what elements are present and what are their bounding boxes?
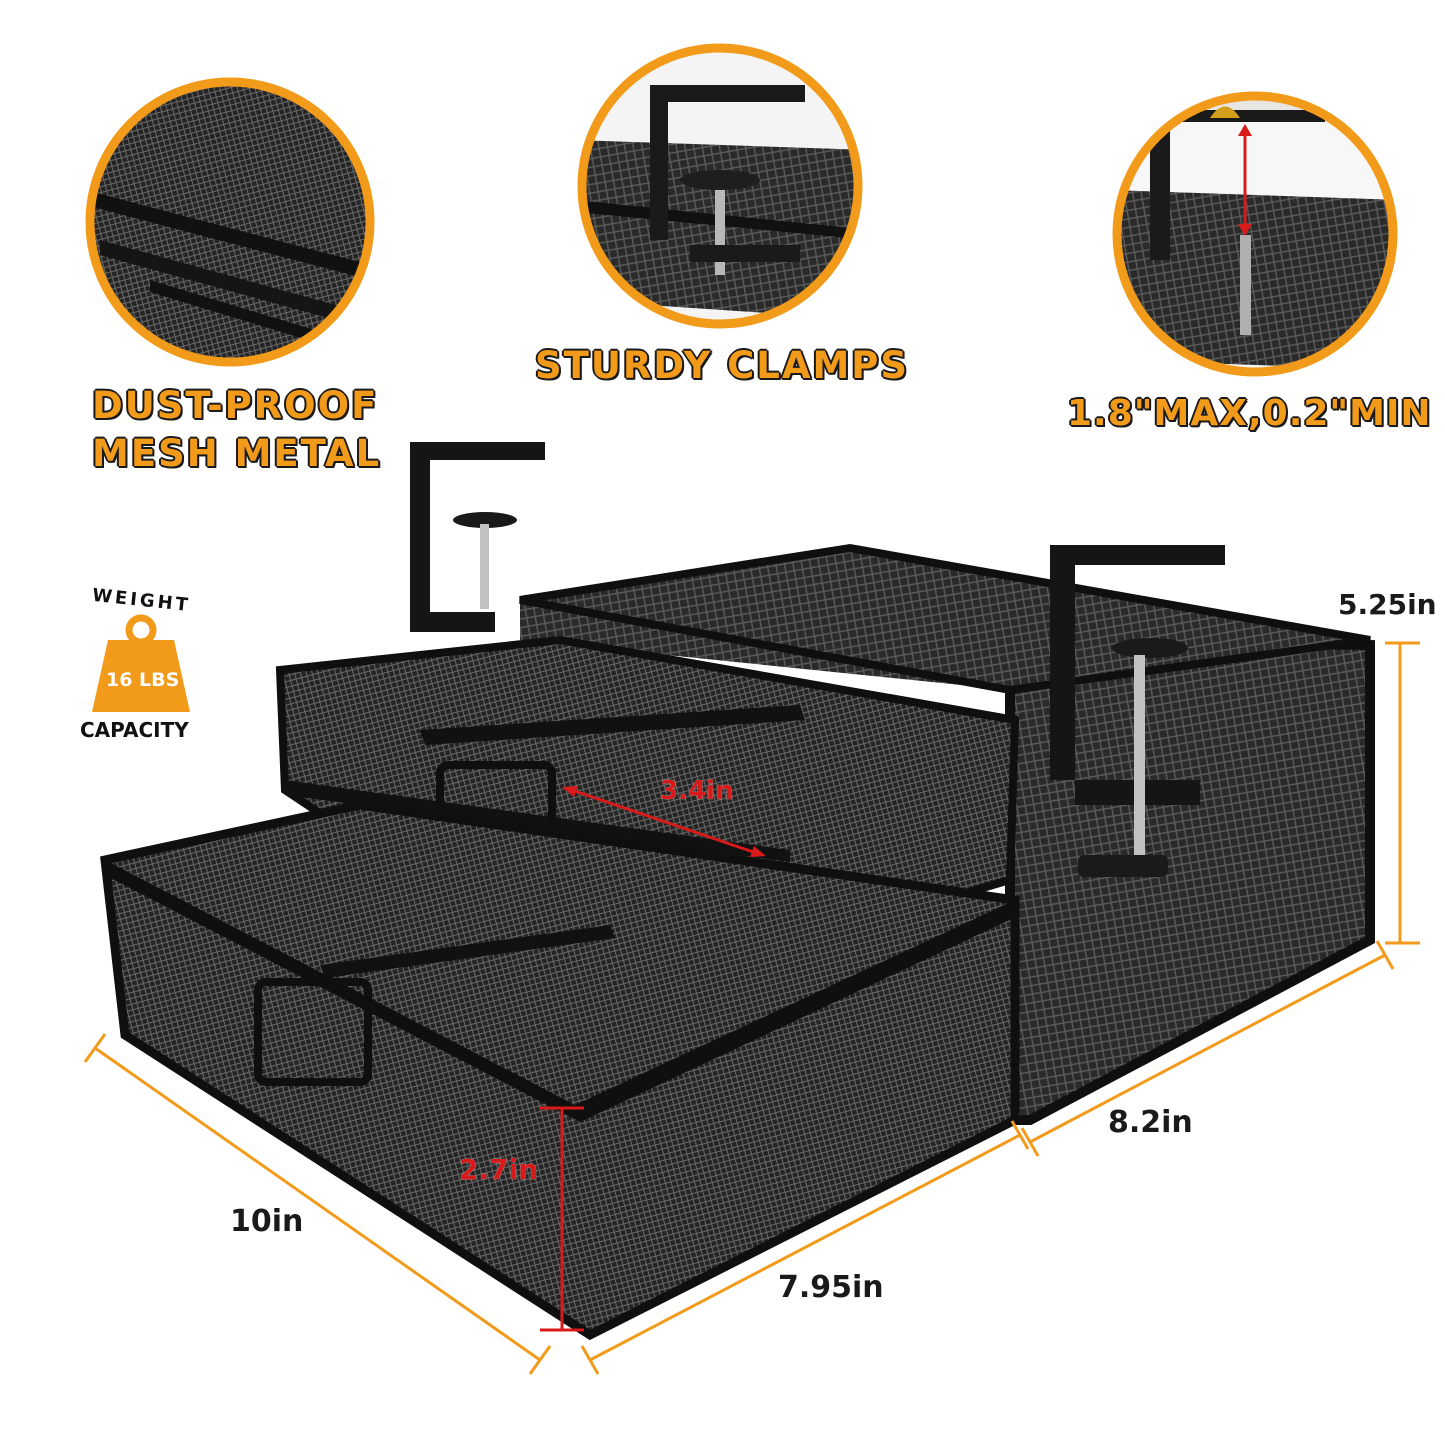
dimension-lines — [83, 641, 1420, 1375]
detail-circle-clamp — [577, 43, 863, 329]
dust-proof-label: DUST-PROOF MESH METAL — [92, 382, 381, 478]
detail-circle-mesh — [85, 77, 375, 367]
length-dimension: 10in — [230, 1204, 304, 1239]
dust-proof-line2: MESH METAL — [92, 432, 382, 475]
drawer-height-dimension: 2.7in — [459, 1153, 539, 1186]
detail-circle-clamp-range — [1112, 91, 1398, 377]
height-dimension: 5.25in — [1338, 588, 1437, 621]
drawer-width-dimension: 7.95in — [778, 1270, 884, 1305]
dust-proof-line1: DUST-PROOF — [92, 384, 379, 427]
compartment-width-dimension: 3.4in — [660, 776, 734, 806]
sturdy-clamps-label: STURDY CLAMPS — [535, 344, 910, 387]
clamp-range-label: 1.8"MAX,0.2"MIN — [1067, 393, 1432, 434]
weight-badge-bottom: CAPACITY — [80, 718, 189, 742]
weight-badge-value: 16 LBS — [106, 669, 180, 691]
depth-dimension: 8.2in — [1108, 1105, 1193, 1140]
desk-organizer — [100, 442, 1375, 1341]
weight-icon — [92, 614, 190, 712]
